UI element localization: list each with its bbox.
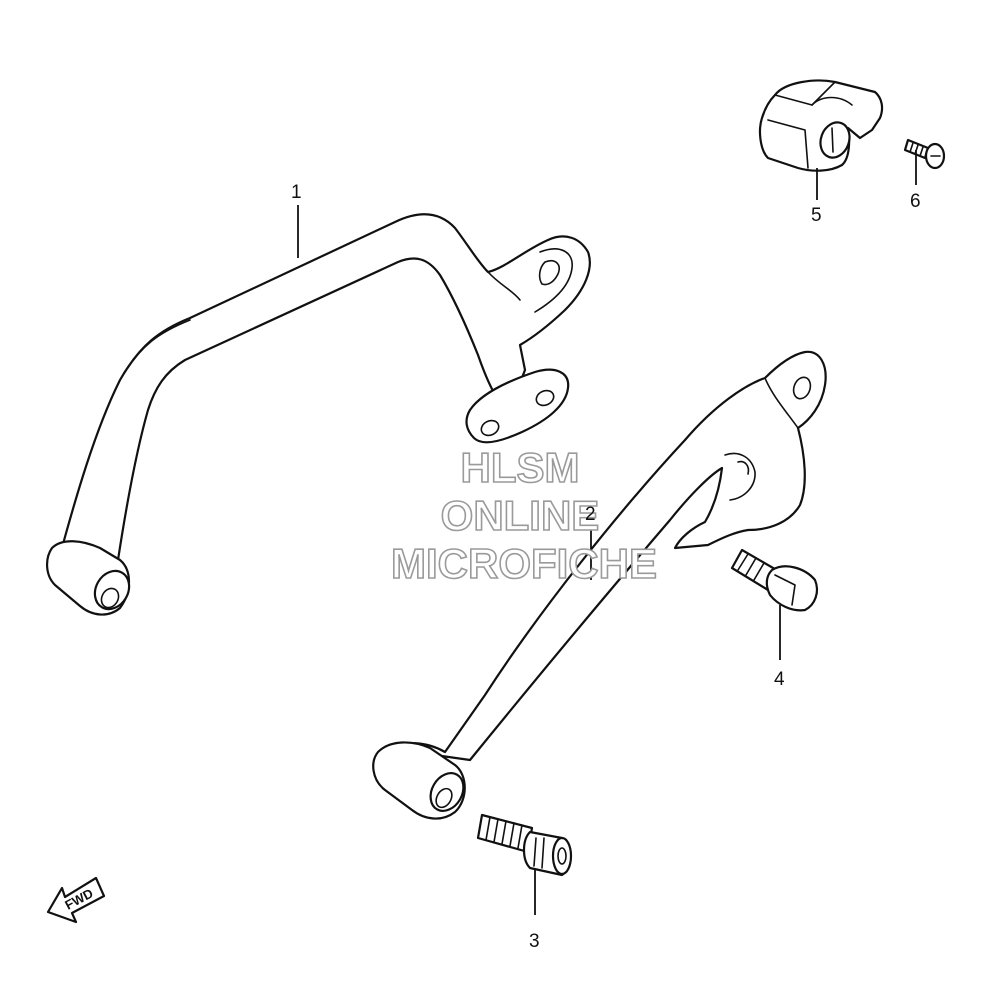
callout-1: 1	[291, 182, 302, 203]
part-1-bracket[interactable]	[46, 213, 591, 616]
part-2-bracket[interactable]	[372, 350, 827, 820]
callouts: 1 2 3 4 5 6	[291, 182, 921, 952]
watermark-line-2: ONLINE	[441, 492, 600, 539]
watermark-line-3: MICROFICHE	[391, 540, 657, 587]
callout-6: 6	[910, 191, 921, 212]
part-4-bolt[interactable]	[730, 548, 819, 612]
callout-2: 2	[585, 504, 596, 525]
fwd-arrow-icon: FWD	[46, 876, 106, 924]
watermark-line-1: HLSM	[461, 444, 580, 491]
callout-5: 5	[811, 205, 822, 226]
part-3-bolt[interactable]	[476, 813, 573, 877]
callout-3: 3	[529, 931, 540, 952]
leader-lines	[297, 150, 917, 915]
callout-4: 4	[774, 669, 785, 690]
watermark: HLSM ONLINE MICROFICHE	[390, 443, 658, 588]
part-6-screw[interactable]	[903, 138, 946, 170]
part-5-clamp[interactable]	[758, 79, 884, 172]
